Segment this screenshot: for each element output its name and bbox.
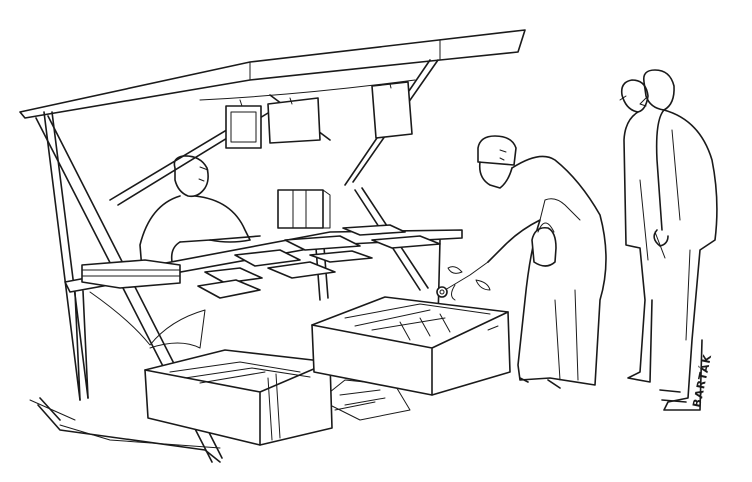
woman-hat: [477, 135, 517, 166]
man-back-body: [623, 111, 653, 383]
flower: [436, 261, 491, 301]
book-table: [64, 189, 463, 401]
signature: BARTÁK: [690, 353, 714, 409]
bookseller-body: [139, 195, 251, 271]
bookseller-head: [173, 155, 209, 198]
man-back: [619, 79, 653, 383]
man-front: [639, 69, 718, 411]
book-stack-left: [81, 259, 181, 289]
artist-signature: BARTÁK: [690, 353, 714, 409]
bookseller: [139, 155, 261, 271]
table-leg: [74, 290, 89, 401]
woman-head: [478, 161, 513, 189]
hanging-print-1: [225, 105, 262, 149]
hanging-print-3: [371, 81, 413, 139]
clothesline: [199, 79, 416, 101]
hanging-prints: [199, 79, 416, 149]
awning-canopy: [19, 29, 526, 119]
woman-handbag: [531, 226, 557, 267]
ground-area: [29, 379, 411, 449]
book-box-right: [311, 296, 511, 396]
man-back-head: [620, 79, 649, 113]
man-front-head: [642, 69, 675, 111]
man-front-body: [655, 109, 718, 411]
stall-left-post: [43, 111, 89, 401]
stall-skid: [37, 397, 221, 463]
hanging-print-2: [267, 97, 321, 144]
book-box-front: [144, 349, 333, 446]
woman-customer: [477, 135, 607, 389]
book-stack-upright: [277, 189, 324, 229]
table-cloth: [89, 291, 206, 349]
